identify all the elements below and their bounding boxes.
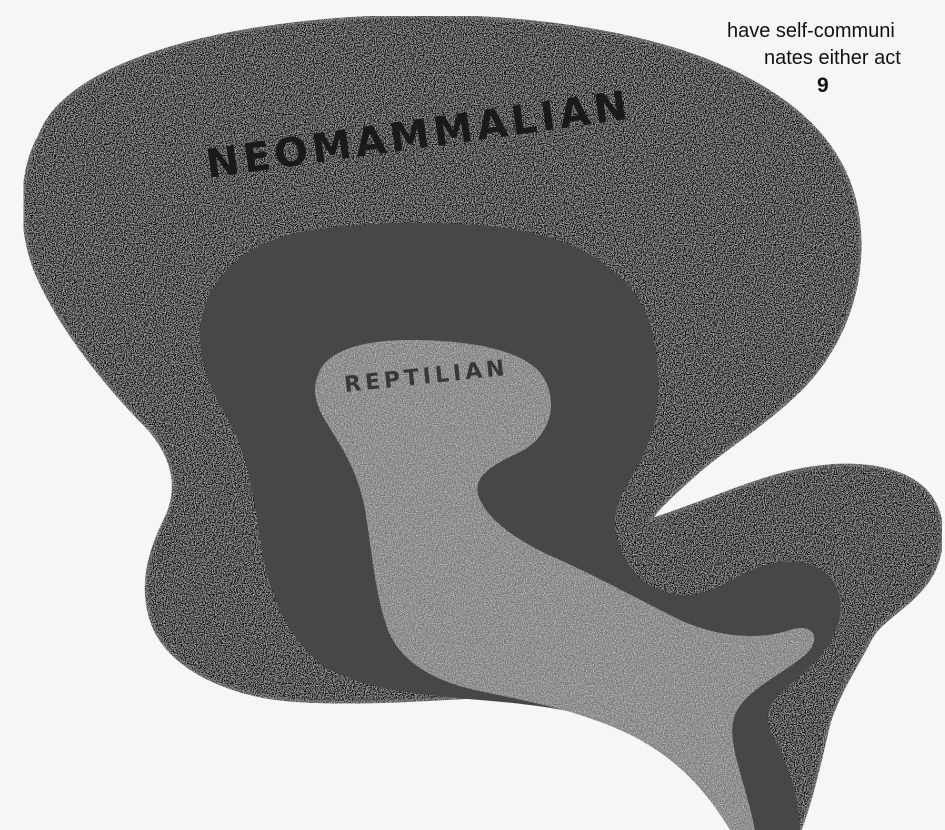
triune-brain-diagram: NEOMAMMALIAN REPTILIAN [0, 0, 945, 830]
